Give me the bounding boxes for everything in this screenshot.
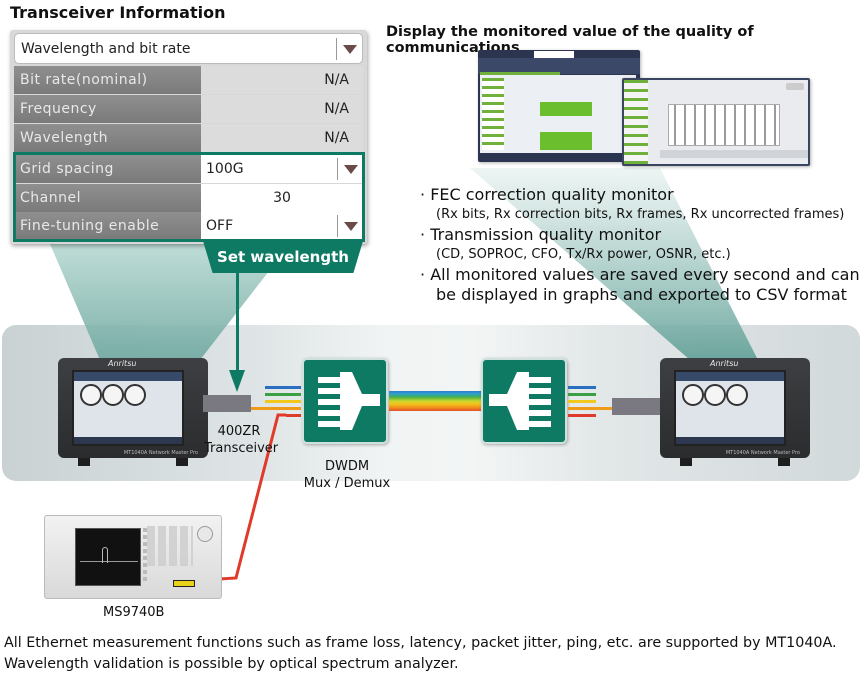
lane-green bbox=[265, 393, 301, 396]
dropdown-arrow-icon[interactable] bbox=[336, 38, 362, 60]
lane-orange bbox=[251, 407, 301, 410]
row-fine-tuning: Fine-tuning enable OFF bbox=[14, 212, 363, 240]
arrow-down-icon bbox=[229, 370, 245, 392]
grid-spacing-dropdown[interactable]: 100G bbox=[201, 155, 363, 183]
brand-logo: Anritsu bbox=[108, 359, 137, 368]
row-label: Channel bbox=[14, 184, 201, 212]
gauge-icon bbox=[124, 384, 146, 406]
row-label: Frequency bbox=[14, 95, 201, 123]
bullet-item: · FEC correction quality monitor bbox=[420, 185, 674, 204]
mux-icon bbox=[318, 372, 380, 430]
dwdm-demux bbox=[481, 358, 567, 444]
footer-line: Wavelength validation is possible by opt… bbox=[4, 656, 459, 672]
dwdm-mux bbox=[302, 358, 388, 444]
gauge-icon bbox=[682, 384, 704, 406]
footer-notes: All Ethernet measurement functions such … bbox=[4, 633, 837, 675]
tester-screen bbox=[72, 370, 184, 446]
gauge-icon bbox=[80, 384, 102, 406]
keypad bbox=[147, 526, 193, 566]
row-label: Wavelength bbox=[14, 124, 201, 152]
fine-tuning-value: OFF bbox=[206, 218, 234, 234]
bullet-continuation: be displayed in graphs and exported to C… bbox=[436, 285, 847, 304]
dropdown-arrow-icon[interactable] bbox=[337, 158, 363, 180]
osa-label: MS9740B bbox=[103, 605, 165, 620]
category-dropdown-value: Wavelength and bit rate bbox=[21, 40, 191, 57]
row-value: N/A bbox=[201, 124, 363, 152]
monitor-bullet-list: · FEC correction quality monitor (Rx bit… bbox=[420, 185, 860, 305]
lane-green bbox=[568, 393, 596, 396]
lane-yellow bbox=[568, 400, 596, 403]
transceiver-info-title: Transceiver Information bbox=[10, 3, 226, 22]
scrollbar bbox=[660, 150, 808, 158]
grid-spacing-value: 100G bbox=[206, 161, 244, 177]
monitor-screenshot-graph bbox=[622, 78, 810, 166]
row-label: Fine-tuning enable bbox=[14, 212, 201, 240]
lane-red bbox=[568, 414, 596, 417]
row-value: N/A bbox=[201, 66, 363, 94]
model-label: MT1040A Network Master Pro bbox=[123, 450, 198, 456]
lane-blue bbox=[265, 386, 301, 389]
multiplexed-fiber bbox=[389, 391, 481, 411]
row-channel: Channel 30 bbox=[14, 184, 363, 212]
right-tester-device: Anritsu MT1040A Network Master Pro bbox=[660, 358, 810, 466]
monitor-screenshot-table bbox=[478, 50, 640, 162]
channel-input[interactable]: 30 bbox=[201, 184, 363, 212]
tester-screen bbox=[674, 370, 786, 446]
dropdown-arrow-icon[interactable] bbox=[337, 215, 363, 237]
left-tester-device: Anritsu MT1040A Network Master Pro bbox=[58, 358, 208, 466]
set-wavelength-callout: Set wavelength bbox=[203, 241, 363, 273]
category-dropdown[interactable]: Wavelength and bit rate bbox=[14, 33, 363, 64]
osa-screen bbox=[75, 528, 141, 586]
bullet-detail: (CD, SOPROC, CFO, Tx/Rx power, OSNR, etc… bbox=[436, 247, 731, 262]
lane-red bbox=[286, 414, 301, 417]
bullet-item: · All monitored values are saved every s… bbox=[420, 265, 860, 284]
row-wavelength: Wavelength N/A bbox=[14, 124, 363, 152]
bullet-detail: (Rx bits, Rx correction bits, Rx frames,… bbox=[436, 207, 845, 222]
gauge-icon bbox=[726, 384, 748, 406]
row-label: Grid spacing bbox=[14, 155, 201, 183]
gauge-icon bbox=[102, 384, 124, 406]
right-transceiver-module bbox=[612, 398, 662, 415]
row-label: Bit rate(nominal) bbox=[14, 66, 201, 94]
gauge-icon bbox=[704, 384, 726, 406]
lane-yellow bbox=[265, 400, 301, 403]
callout-arrow-line bbox=[236, 273, 239, 373]
row-frequency: Frequency N/A bbox=[14, 95, 363, 123]
mux-label: DWDM Mux / Demux bbox=[303, 459, 391, 491]
knob-icon bbox=[197, 526, 213, 542]
transceiver-label: 400ZR Transceiver bbox=[204, 424, 279, 456]
bullet-item: · Transmission quality monitor bbox=[420, 225, 662, 244]
fine-tuning-dropdown[interactable]: OFF bbox=[201, 212, 363, 240]
lane-orange bbox=[568, 407, 612, 410]
brand-logo: Anritsu bbox=[710, 359, 739, 368]
lane-blue bbox=[568, 386, 596, 389]
optical-spectrum-analyzer bbox=[44, 515, 222, 599]
left-transceiver-module bbox=[203, 395, 251, 412]
warning-label bbox=[173, 580, 195, 587]
footer-line: All Ethernet measurement functions such … bbox=[4, 635, 837, 651]
row-bit-rate: Bit rate(nominal) N/A bbox=[14, 66, 363, 94]
row-value: N/A bbox=[201, 95, 363, 123]
bar-graph-thumbnail bbox=[668, 104, 780, 146]
demux-icon bbox=[489, 372, 551, 430]
row-grid-spacing: Grid spacing 100G bbox=[14, 155, 363, 183]
model-label: MT1040A Network Master Pro bbox=[725, 450, 800, 456]
